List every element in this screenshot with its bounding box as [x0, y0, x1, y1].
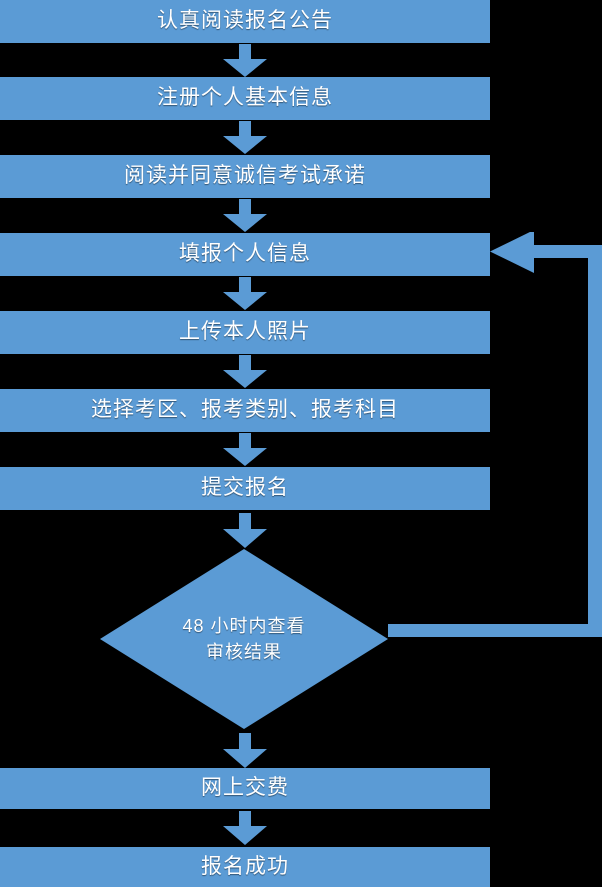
- flow-node-fill-personal-info[interactable]: 填报个人信息: [0, 233, 490, 276]
- flow-node-label: 上传本人照片: [179, 320, 311, 344]
- flow-node-label: 提交报名: [201, 476, 289, 500]
- flow-node-accept-integrity-pledge[interactable]: 阅读并同意诚信考试承诺: [0, 155, 490, 198]
- flow-node-label: 报名成功: [201, 854, 289, 878]
- connector-arrow-6: [223, 433, 267, 466]
- flow-node-label: 认真阅读报名公告: [157, 9, 333, 33]
- flow-node-label: 阅读并同意诚信考试承诺: [124, 164, 366, 188]
- connector-arrow-1: [223, 44, 267, 77]
- connector-arrow-3: [223, 199, 267, 232]
- flow-node-online-payment[interactable]: 网上交费: [0, 768, 490, 809]
- connector-arrow-7: [223, 513, 267, 548]
- connector-feedback-loop-to-fill-personal-info: [388, 232, 602, 647]
- flow-node-register-basic-info[interactable]: 注册个人基本信息: [0, 77, 490, 120]
- flow-node-submit-registration[interactable]: 提交报名: [0, 467, 490, 510]
- flow-node-registration-success[interactable]: 报名成功: [0, 847, 490, 887]
- flow-node-read-announcement[interactable]: 认真阅读报名公告: [0, 0, 490, 43]
- connector-arrow-2: [223, 121, 267, 154]
- connector-arrow-9: [223, 811, 267, 845]
- flow-node-label: 48 小时内查看 审核结果: [182, 615, 306, 662]
- flow-node-upload-photo[interactable]: 上传本人照片: [0, 311, 490, 354]
- connector-arrow-5: [223, 355, 267, 388]
- flow-node-label: 网上交费: [201, 776, 289, 800]
- flow-node-check-review-result[interactable]: 48 小时内查看 审核结果: [100, 549, 388, 729]
- connector-arrow-8: [223, 733, 267, 768]
- flow-node-label: 选择考区、报考类别、报考科目: [91, 398, 399, 422]
- connector-arrow-4: [223, 277, 267, 310]
- flow-node-label: 填报个人信息: [179, 242, 311, 266]
- flow-node-label: 注册个人基本信息: [157, 86, 333, 110]
- flow-node-select-exam-region-category-subject[interactable]: 选择考区、报考类别、报考科目: [0, 389, 490, 432]
